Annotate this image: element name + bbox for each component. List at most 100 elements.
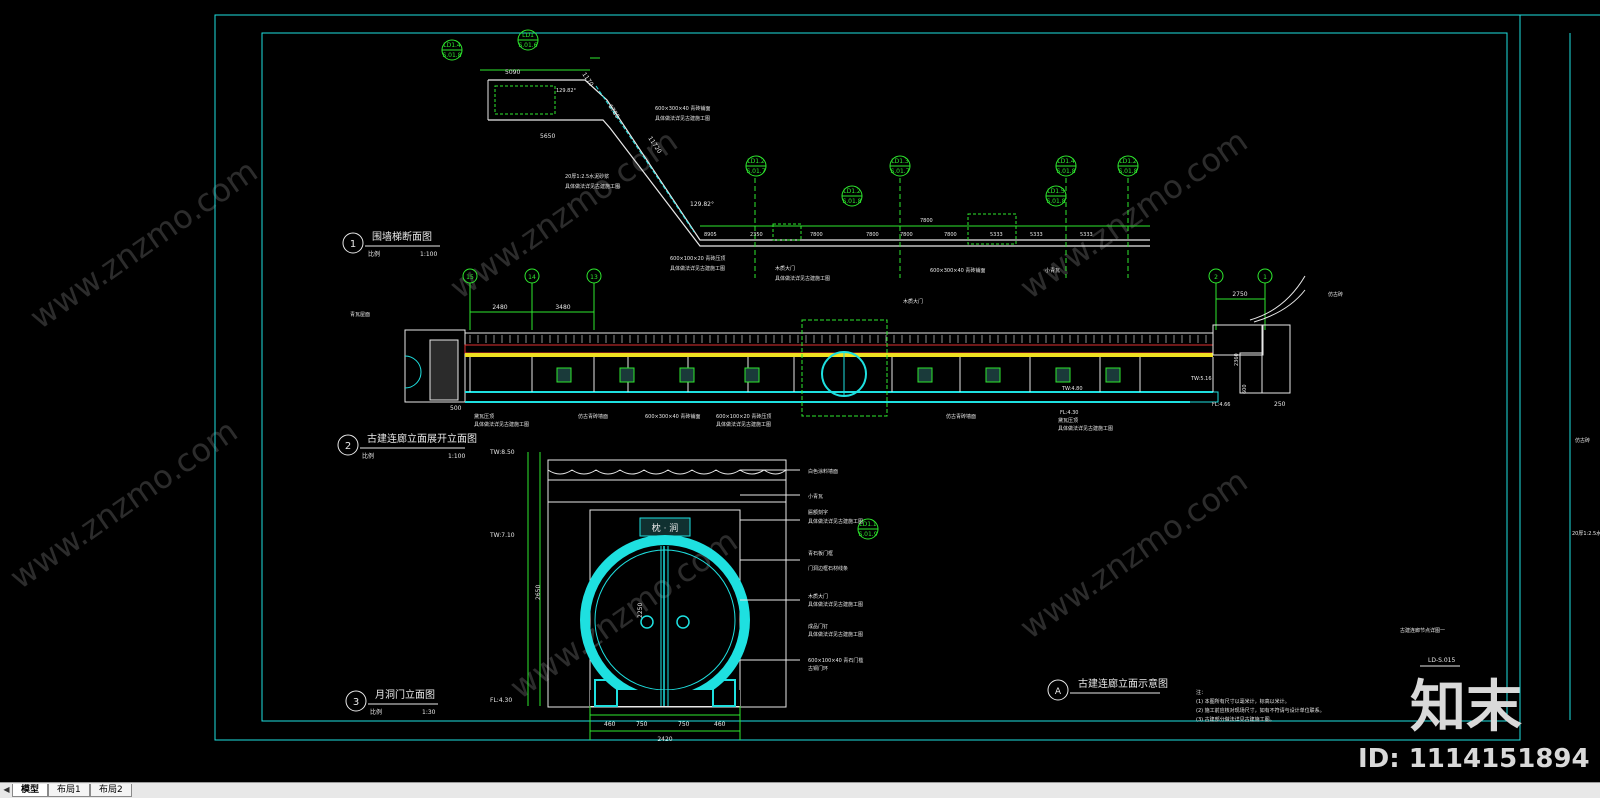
detail-ref-marker[interactable]: LD1.2 S.01.8 xyxy=(1117,155,1139,177)
callout-text: 成品门钉 xyxy=(808,623,828,630)
roof-tile-pattern xyxy=(469,335,1207,343)
callout-text: 匾额刻字 xyxy=(808,509,828,516)
detail-ref-bottom: S.01.6 xyxy=(518,42,537,49)
callout-text: 具体做法详见古建施工图 xyxy=(775,275,830,282)
tab-scroll-left-icon[interactable]: ◀ xyxy=(3,785,10,794)
detail-ref-bottom: S.01.7 xyxy=(890,168,909,175)
watermark-text: www.znzmo.com xyxy=(1013,462,1255,647)
cad-drawing-canvas[interactable]: www.znzmo.com www.znzmo.com www.znzmo.co… xyxy=(0,0,1600,782)
plaque-text: 枕 · 涧 xyxy=(652,522,679,534)
callout-text: 具体做法详见古建施工图 xyxy=(565,183,620,190)
detail-ref-bottom: S.01.7 xyxy=(746,168,765,175)
callout-text: 青石板门框 xyxy=(808,550,833,557)
grid-bubble-label: 2 xyxy=(1214,274,1218,281)
callout-text: 黛瓦压顶 xyxy=(1058,417,1078,424)
callout-text: 600×100×20 青砖压顶 xyxy=(716,413,771,420)
detail-ref-marker[interactable]: LD1.2 S.01.8 xyxy=(841,185,863,207)
corridor-columns xyxy=(469,357,1214,392)
callout-text: 具体做法详见古建施工图 xyxy=(474,421,529,428)
detail-ref-top: LD1.1 xyxy=(859,521,877,528)
dimension-label: 7800 xyxy=(920,218,933,224)
callout-text: 白色涂料墙面 xyxy=(808,468,838,475)
dimension-label: 750 xyxy=(678,721,690,728)
detail-ref-marker[interactable]: LD1 S.01.6 xyxy=(517,29,539,51)
dimension-label: 2750 xyxy=(1232,291,1247,298)
wall-section-plan xyxy=(480,57,1150,278)
callout-text: 600×100×20 青砖压顶 xyxy=(670,255,725,262)
sheet-caption: 古建连廊节点详图一 xyxy=(1400,627,1445,634)
dimension-label: 2650 xyxy=(535,585,542,600)
callout-text: 600×100×40 青石门槛 xyxy=(808,657,863,664)
drawing-title: A 古建连廊立面示意图 xyxy=(1047,677,1168,701)
dimension-label: 460 xyxy=(714,721,726,728)
callout-text: 仿古砖 xyxy=(1575,437,1590,444)
dimension-label: 3480 xyxy=(555,304,570,311)
dimension-label: 8905 xyxy=(704,232,717,238)
detail-ref-top: LD1.5 xyxy=(1047,188,1065,195)
detail-ref-bottom: S.01.8 xyxy=(1118,168,1137,175)
dimension-label: 7800 xyxy=(944,232,957,238)
callout-text: 具体做法详见古建施工图 xyxy=(808,518,863,525)
svg-text:(2) 施工前应核对现场尺寸，如有不符请与设计单位联系。: (2) 施工前应核对现场尺寸，如有不符请与设计单位联系。 xyxy=(1196,707,1325,714)
callout-text: 木质大门 xyxy=(808,593,828,600)
svg-text:古建连廊立面示意图: 古建连廊立面示意图 xyxy=(1078,677,1168,690)
dimension-label: 2480 xyxy=(492,304,507,311)
sheet-outer-frame xyxy=(214,14,1521,741)
dimension-label: 5333 xyxy=(1030,232,1043,238)
callout-text: 600×300×40 青砖铺面 xyxy=(645,413,700,420)
tab-layout-1[interactable]: 布局1 xyxy=(48,784,90,797)
callout-text: 木质大门 xyxy=(903,298,923,305)
svg-text:比例: 比例 xyxy=(368,250,380,258)
callout-text: 具体做法详见古建施工图 xyxy=(808,601,863,608)
detail-ref-marker[interactable]: LD1.2 S.01.7 xyxy=(745,155,767,177)
brand-logo: 知末 xyxy=(1410,675,1522,740)
detail-ref-top: LD1.2 xyxy=(1119,158,1137,165)
grid-bubble-label: 15 xyxy=(466,274,474,281)
callout-text: 青瓦屋面 xyxy=(350,311,370,318)
detail-ref-bottom: S.01.8 xyxy=(1046,198,1065,205)
detail-ref-marker[interactable]: LD1.1 S.01.9 xyxy=(857,518,879,540)
svg-text:3: 3 xyxy=(353,697,359,708)
callout-text: 古铜门环 xyxy=(808,665,828,672)
callout-text: 具体做法详见古建施工图 xyxy=(1058,425,1113,432)
detail-ref-top: LD1 xyxy=(522,32,534,39)
callout-text: 600×300×40 青砖铺面 xyxy=(655,105,710,112)
drawing-title: 2 古建连廊立面展开立面图 比例 1:100 xyxy=(337,432,477,460)
dimension-label: 2420 xyxy=(657,736,672,743)
detail-ref-marker[interactable]: LD1.4 S.01.8 xyxy=(441,39,463,61)
callout-text: 黛瓦压顶 xyxy=(474,413,494,420)
dimension-label: 7800 xyxy=(810,232,823,238)
tab-layout-2[interactable]: 布局2 xyxy=(90,784,132,797)
layout-tab-bar: ◀ 模型 布局1 布局2 xyxy=(0,782,1600,798)
svg-text:月洞门立面图: 月洞门立面图 xyxy=(375,688,435,701)
detail-ref-marker[interactable]: LD1.4 S.01.8 xyxy=(1055,155,1077,177)
svg-text:比例: 比例 xyxy=(370,708,382,716)
detail-ref-bottom: S.01.8 xyxy=(442,52,461,59)
dimension-label: 5090 xyxy=(505,69,520,76)
level-label: TW:5.16 xyxy=(1190,376,1212,382)
image-id-label: ID: 1114151894 xyxy=(1358,744,1590,774)
grid-bubble-label: 14 xyxy=(528,274,536,281)
detail-ref-marker[interactable]: LD1.3 S.01.7 xyxy=(889,155,911,177)
callout-text: 仿古青砖墙面 xyxy=(578,413,608,420)
sheet-code: LD-S.015 xyxy=(1428,657,1455,664)
svg-text:1:100: 1:100 xyxy=(420,251,437,258)
detail-ref-marker[interactable]: LD1.5 S.01.8 xyxy=(1045,185,1067,207)
dimension-label: 5333 xyxy=(1080,232,1093,238)
sheet-inner-frame xyxy=(261,32,1508,722)
watermark-text: www.znzmo.com xyxy=(23,152,265,337)
watermark-text: www.znzmo.com xyxy=(1013,122,1255,307)
callout-text: 仿古青砖墙面 xyxy=(946,413,976,420)
tab-model[interactable]: 模型 xyxy=(12,784,49,797)
level-label: TW:4.80 xyxy=(1061,386,1083,392)
lattice-windows xyxy=(556,367,1121,383)
drawing-title: 1 围墙梯断面图 比例 1:100 xyxy=(342,230,440,258)
svg-text:2: 2 xyxy=(345,441,351,452)
dimension-label: 2350 xyxy=(750,232,763,238)
grid-bubbles xyxy=(462,268,1273,330)
callout-text: 小青瓦 xyxy=(808,493,823,500)
drawing-title: 3 月洞门立面图 比例 1:30 xyxy=(345,688,438,716)
callout-text: 20厚1:2.5水泥砂浆 xyxy=(565,173,609,180)
dimension-label: 7800 xyxy=(866,232,879,238)
dimension-label: 500 xyxy=(450,405,462,412)
